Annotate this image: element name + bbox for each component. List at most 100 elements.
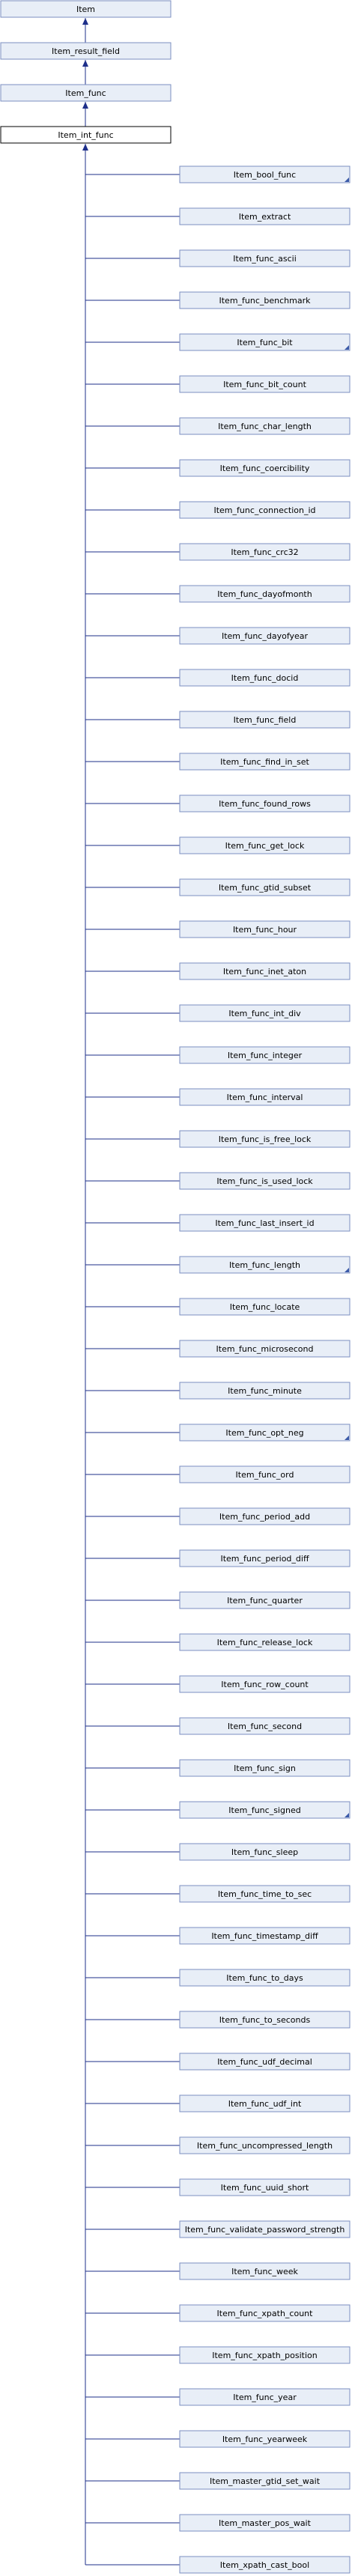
node-item-master-pos-wait[interactable]: Item_master_pos_wait bbox=[179, 2514, 351, 2532]
node-item-func-period-add[interactable]: Item_func_period_add bbox=[179, 1507, 351, 1525]
node-label: Item_func_last_insert_id bbox=[215, 1218, 314, 1228]
node-item-bool-func[interactable]: Item_bool_func bbox=[179, 165, 351, 183]
node-item-func-dayofmonth[interactable]: Item_func_dayofmonth bbox=[179, 585, 351, 603]
node-item-func-interval[interactable]: Item_func_interval bbox=[179, 1088, 351, 1106]
node-box bbox=[179, 920, 351, 938]
node-item-func-is-free-lock[interactable]: Item_func_is_free_lock bbox=[179, 1130, 351, 1148]
node-item-int-func[interactable]: Item_int_func bbox=[0, 126, 172, 144]
node-box bbox=[179, 2388, 351, 2406]
node-item-func-xpath-count[interactable]: Item_func_xpath_count bbox=[179, 2304, 351, 2322]
node-box bbox=[179, 165, 351, 183]
node-item-func-field[interactable]: Item_func_field bbox=[179, 711, 351, 729]
node-item-func-locate[interactable]: Item_func_locate bbox=[179, 1298, 351, 1316]
node-item-func-bit[interactable]: Item_func_bit bbox=[179, 333, 351, 351]
inherits-arrow-icon bbox=[82, 144, 88, 151]
node-item-func-opt-neg[interactable]: Item_func_opt_neg bbox=[179, 1424, 351, 1442]
has-subclasses-corner-icon bbox=[345, 177, 349, 182]
node-item-func-microsecond[interactable]: Item_func_microsecond bbox=[179, 1340, 351, 1358]
node-box bbox=[179, 585, 351, 603]
node-item-func-found-rows[interactable]: Item_func_found_rows bbox=[179, 795, 351, 812]
node-item-func-signed[interactable]: Item_func_signed bbox=[179, 1801, 351, 1819]
node-label: Item_func_locate bbox=[230, 1302, 300, 1312]
node-label: Item_func_year bbox=[233, 2393, 297, 2402]
node-item-extract[interactable]: Item_extract bbox=[179, 207, 351, 225]
node-box bbox=[179, 1591, 351, 1609]
node-item-func-gtid-subset[interactable]: Item_func_gtid_subset bbox=[179, 878, 351, 896]
node-item-func-timestamp-diff[interactable]: Item_func_timestamp_diff bbox=[179, 1927, 351, 1945]
node-item-func-crc32[interactable]: Item_func_crc32 bbox=[179, 543, 351, 561]
node-item-func-second[interactable]: Item_func_second bbox=[179, 1717, 351, 1735]
node-item-master-gtid-set-wait[interactable]: Item_master_gtid_set_wait bbox=[179, 2472, 351, 2490]
node-item-func-connection-id[interactable]: Item_func_connection_id bbox=[179, 501, 351, 519]
node-item-result-field[interactable]: Item_result_field bbox=[0, 42, 172, 60]
node-box bbox=[179, 1088, 351, 1106]
node-item-func-int-div[interactable]: Item_func_int_div bbox=[179, 1004, 351, 1022]
node-label: Item_func_validate_password_strength bbox=[185, 2225, 345, 2235]
node-item-func-coercibility[interactable]: Item_func_coercibility bbox=[179, 459, 351, 477]
node-box bbox=[179, 2011, 351, 2029]
node-label: Item_func_release_lock bbox=[217, 1638, 313, 1647]
node-box bbox=[179, 2430, 351, 2448]
node-item-func[interactable]: Item_func bbox=[0, 84, 172, 102]
node-label: Item_func bbox=[65, 88, 106, 98]
node-item-func-benchmark[interactable]: Item_func_benchmark bbox=[179, 291, 351, 309]
node-item-func-udf-int[interactable]: Item_func_udf_int bbox=[179, 2094, 351, 2112]
node-box bbox=[179, 1969, 351, 1987]
node-label: Item_func_get_lock bbox=[225, 841, 305, 851]
node-label: Item_int_func bbox=[58, 130, 113, 140]
node-item-func-bit-count[interactable]: Item_func_bit_count bbox=[179, 375, 351, 393]
node-box bbox=[179, 333, 351, 351]
node-item-func-docid[interactable]: Item_func_docid bbox=[179, 669, 351, 687]
node-item-func-row-count[interactable]: Item_func_row_count bbox=[179, 1675, 351, 1693]
node-box bbox=[179, 795, 351, 812]
node-item-func-integer[interactable]: Item_func_integer bbox=[179, 1046, 351, 1064]
node-item-func-length[interactable]: Item_func_length bbox=[179, 1256, 351, 1274]
node-item-func-quarter[interactable]: Item_func_quarter bbox=[179, 1591, 351, 1609]
node-item-func-ascii[interactable]: Item_func_ascii bbox=[179, 249, 351, 267]
node-label: Item_func_quarter bbox=[227, 1596, 303, 1606]
node-item-func-release-lock[interactable]: Item_func_release_lock bbox=[179, 1633, 351, 1651]
node-item-func-is-used-lock[interactable]: Item_func_is_used_lock bbox=[179, 1172, 351, 1190]
node-label: Item_func_hour bbox=[233, 925, 297, 935]
node-label: Item_func_gtid_subset bbox=[219, 883, 312, 893]
node-label: Item_func_integer bbox=[228, 1051, 303, 1060]
node-item-func-to-seconds[interactable]: Item_func_to_seconds bbox=[179, 2011, 351, 2029]
node-item-func-minute[interactable]: Item_func_minute bbox=[179, 1382, 351, 1400]
has-subclasses-corner-icon bbox=[345, 1436, 349, 1440]
node-label: Item_xpath_cast_bool bbox=[220, 2560, 309, 2570]
node-item-func-hour[interactable]: Item_func_hour bbox=[179, 920, 351, 938]
node-item-func-find-in-set[interactable]: Item_func_find_in_set bbox=[179, 753, 351, 771]
node-label: Item_func_char_length bbox=[218, 422, 312, 431]
node-item-func-period-diff[interactable]: Item_func_period_diff bbox=[179, 1549, 351, 1567]
node-item-func-inet-aton[interactable]: Item_func_inet_aton bbox=[179, 962, 351, 980]
node-item-xpath-cast-bool[interactable]: Item_xpath_cast_bool bbox=[179, 2556, 351, 2574]
node-item-func-time-to-sec[interactable]: Item_func_time_to_sec bbox=[179, 1885, 351, 1903]
node-item-func-ord[interactable]: Item_func_ord bbox=[179, 1465, 351, 1483]
node-item-func-dayofyear[interactable]: Item_func_dayofyear bbox=[179, 627, 351, 645]
node-item-func-validate-password-strength[interactable]: Item_func_validate_password_strength bbox=[179, 2220, 351, 2238]
node-label: Item_func_bit bbox=[237, 338, 293, 347]
node-item-func-char-length[interactable]: Item_func_char_length bbox=[179, 417, 351, 435]
node-item[interactable]: Item bbox=[0, 0, 172, 18]
node-item-func-year[interactable]: Item_func_year bbox=[179, 2388, 351, 2406]
node-box bbox=[179, 2053, 351, 2071]
node-item-func-uuid-short[interactable]: Item_func_uuid_short bbox=[179, 2178, 351, 2196]
node-label: Item_func_yearweek bbox=[222, 2434, 308, 2444]
node-box bbox=[179, 1675, 351, 1693]
node-box bbox=[179, 543, 351, 561]
node-box bbox=[179, 753, 351, 771]
node-label: Item_func_connection_id bbox=[213, 505, 315, 515]
node-item-func-last-insert-id[interactable]: Item_func_last_insert_id bbox=[179, 1214, 351, 1232]
node-label: Item_func_ascii bbox=[233, 254, 297, 264]
node-item-func-get-lock[interactable]: Item_func_get_lock bbox=[179, 836, 351, 854]
node-label: Item_func_time_to_sec bbox=[218, 1889, 312, 1899]
node-box bbox=[179, 878, 351, 896]
node-item-func-uncompressed-length[interactable]: Item_func_uncompressed_length bbox=[179, 2136, 351, 2154]
node-item-func-sleep[interactable]: Item_func_sleep bbox=[179, 1843, 351, 1861]
node-item-func-udf-decimal[interactable]: Item_func_udf_decimal bbox=[179, 2053, 351, 2071]
node-item-func-to-days[interactable]: Item_func_to_days bbox=[179, 1969, 351, 1987]
node-item-func-yearweek[interactable]: Item_func_yearweek bbox=[179, 2430, 351, 2448]
node-item-func-sign[interactable]: Item_func_sign bbox=[179, 1759, 351, 1777]
node-item-func-xpath-position[interactable]: Item_func_xpath_position bbox=[179, 2346, 351, 2364]
node-item-func-week[interactable]: Item_func_week bbox=[179, 2262, 351, 2280]
